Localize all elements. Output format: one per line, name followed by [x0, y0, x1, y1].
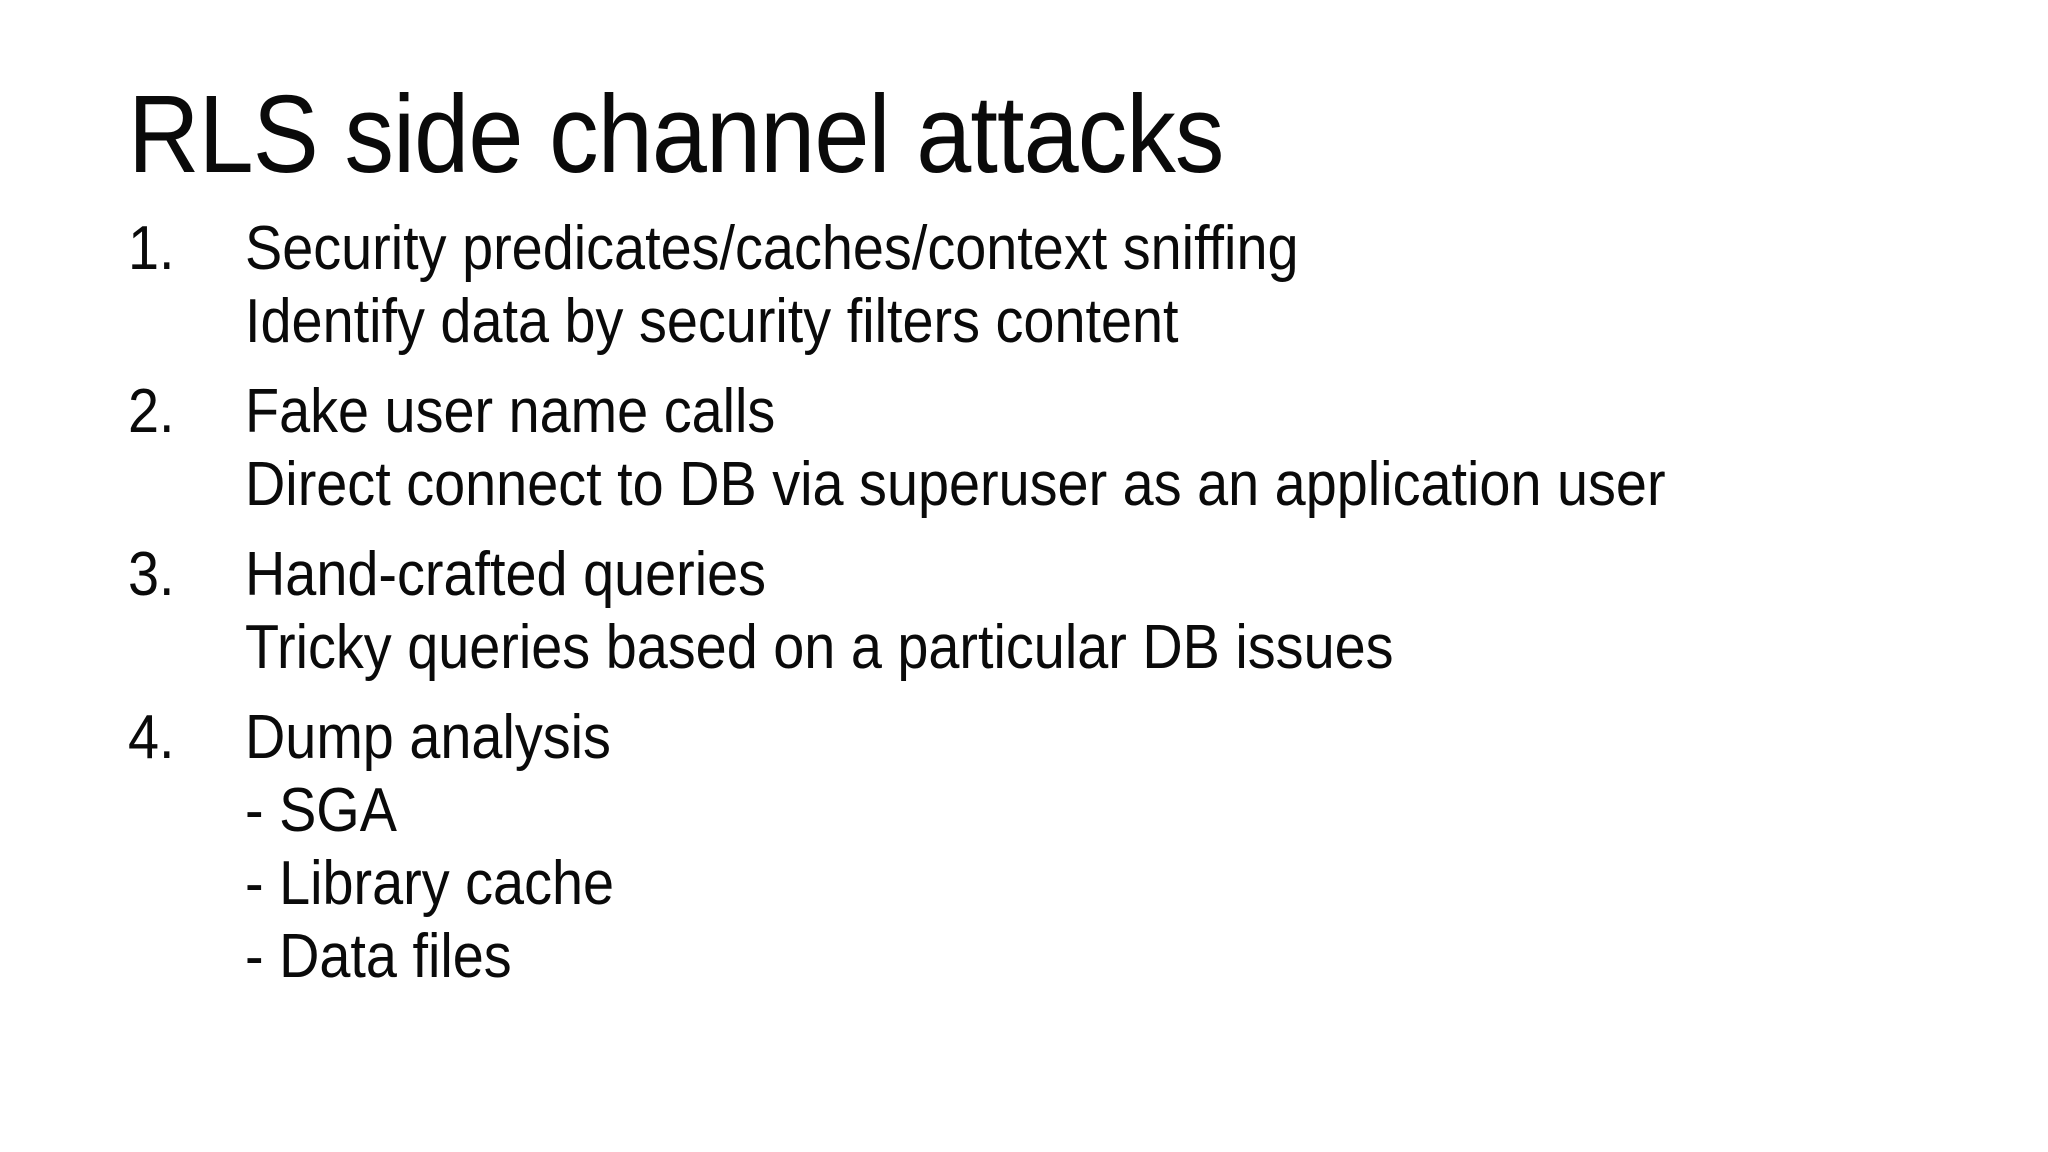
slide-title-row: RLS side channel attacks — [128, 70, 1345, 200]
item-subline: - Library cache — [245, 847, 2028, 920]
item-number: 4. — [128, 703, 175, 772]
item-heading: Dump analysis — [245, 703, 611, 772]
list-item-2: 2. Fake user name calls Direct connect t… — [128, 375, 2028, 521]
item-number-cell: 1. — [128, 212, 245, 285]
item-number: 3. — [128, 540, 175, 609]
item-number-cell: 3. — [128, 538, 245, 611]
list-item-1: 1. Security predicates/caches/context sn… — [128, 212, 2028, 358]
item-content: Fake user name calls Direct connect to D… — [245, 375, 2028, 521]
item-content: Dump analysis - SGA - Library cache - Da… — [245, 701, 2028, 993]
item-heading-line: Fake user name calls — [245, 375, 2028, 448]
item-heading: Hand-crafted queries — [245, 540, 767, 609]
item-subline-text: Tricky queries based on a particular DB … — [245, 613, 1394, 682]
item-subline-text: - Library cache — [245, 849, 615, 918]
item-heading: Security predicates/caches/context sniff… — [245, 214, 1299, 283]
item-subline: Tricky queries based on a particular DB … — [245, 611, 2028, 684]
item-subline-text: Direct connect to DB via superuser as an… — [245, 450, 1666, 519]
item-heading: Fake user name calls — [245, 377, 776, 446]
item-heading-line: Hand-crafted queries — [245, 538, 2028, 611]
item-subline: - SGA — [245, 774, 2028, 847]
item-subline: Identify data by security filters conten… — [245, 285, 2028, 358]
list-item-4: 4. Dump analysis - SGA - Library cache -… — [128, 701, 2028, 993]
item-content: Security predicates/caches/context sniff… — [245, 212, 2028, 358]
list-item-3: 3. Hand-crafted queries Tricky queries b… — [128, 538, 2028, 684]
item-heading-line: Dump analysis — [245, 701, 2028, 774]
attack-list: 1. Security predicates/caches/context sn… — [128, 212, 2028, 1010]
item-number: 1. — [128, 214, 175, 283]
item-number-cell: 4. — [128, 701, 245, 774]
item-content: Hand-crafted queries Tricky queries base… — [245, 538, 2028, 684]
item-number-cell: 2. — [128, 375, 245, 448]
item-number: 2. — [128, 377, 175, 446]
item-subline-text: - SGA — [245, 776, 397, 845]
item-subline: Direct connect to DB via superuser as an… — [245, 448, 2028, 521]
item-subline-text: Identify data by security filters conten… — [245, 287, 1179, 356]
slide-title: RLS side channel attacks — [128, 73, 1224, 196]
item-heading-line: Security predicates/caches/context sniff… — [245, 212, 2028, 285]
item-subline: - Data files — [245, 920, 2028, 993]
item-subline-text: - Data files — [245, 922, 512, 991]
